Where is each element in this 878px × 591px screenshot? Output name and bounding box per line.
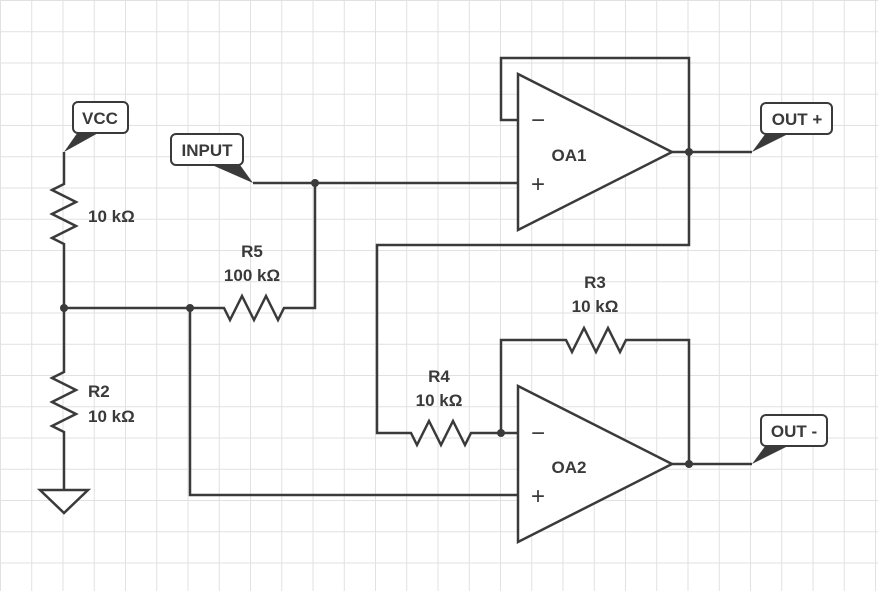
port-vcc: VCC [64, 101, 129, 152]
oa2-minus-sign: − [531, 420, 545, 447]
port-out-plus: OUT + [752, 102, 833, 152]
ground-symbol [36, 488, 92, 515]
junction-bias-node [186, 304, 194, 312]
wire-oa2-feedback-right [630, 338, 691, 464]
r4-name: R4 [428, 367, 450, 386]
r-top-value: 10 kΩ [88, 207, 135, 226]
port-input-label: INPUT [182, 141, 234, 160]
oa1-minus-sign: − [531, 107, 545, 134]
opamp-oa2: − + OA2 [516, 383, 675, 545]
port-out-plus-label: OUT + [772, 110, 823, 129]
r2-value: 10 kΩ [88, 407, 135, 426]
wire-oa1-feedback [499, 56, 691, 152]
junction-oa2-output [685, 460, 693, 468]
oa2-label: OA2 [552, 458, 587, 477]
r3-name: R3 [584, 273, 606, 292]
junction-oa2-minus [497, 429, 505, 437]
r5-name: R5 [241, 242, 263, 261]
oa1-plus-sign: + [531, 171, 545, 198]
r2-name: R2 [88, 382, 110, 401]
resistor-r4 [405, 418, 473, 448]
junction-oa1-output [685, 148, 693, 156]
resistor-top [49, 178, 79, 250]
resistor-r3 [560, 325, 630, 355]
r4-value: 10 kΩ [416, 391, 463, 410]
oa2-plus-sign: + [531, 483, 545, 510]
port-vcc-label: VCC [82, 109, 118, 128]
r3-value: 10 kΩ [572, 297, 619, 316]
wire-bias-to-oa2-plus [188, 308, 518, 497]
wire-oa2-feedback-left [499, 338, 560, 433]
junction-input-node [311, 179, 319, 187]
opamp-oa1: − + OA1 [516, 71, 675, 233]
port-out-minus: OUT - [752, 414, 828, 464]
resistor-r5 [218, 293, 286, 323]
junctions [60, 148, 693, 468]
wire-oa1-to-r4 [375, 152, 691, 435]
wires [62, 56, 752, 497]
resistor-r2 [49, 366, 79, 438]
oa1-label: OA1 [552, 146, 587, 165]
wire-r5-to-input [286, 183, 317, 310]
junction-divider-node [60, 304, 68, 312]
port-out-minus-label: OUT - [771, 422, 817, 441]
r5-value: 100 kΩ [224, 266, 280, 285]
port-input: INPUT [170, 133, 253, 183]
